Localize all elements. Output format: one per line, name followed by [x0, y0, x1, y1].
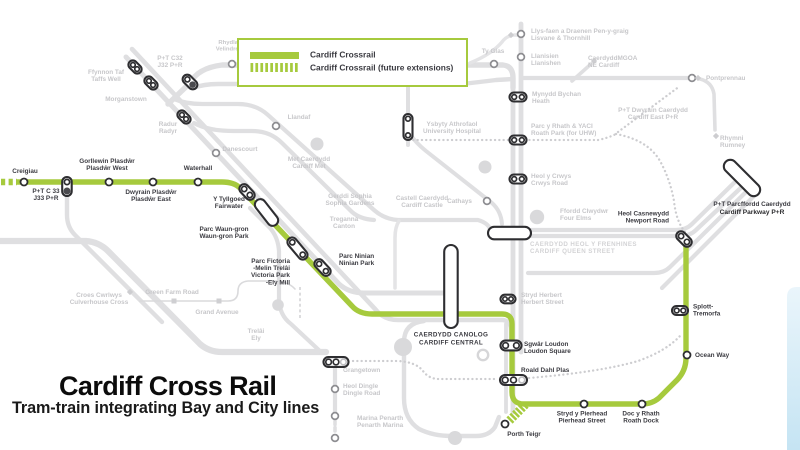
svg-text:Ocean Way: Ocean Way [695, 352, 730, 359]
svg-text:Ty Glas: Ty Glas [482, 48, 505, 55]
svg-text:Waterhall: Waterhall [184, 165, 213, 172]
svg-text:Green Farm Road: Green Farm Road [145, 289, 199, 296]
svg-text:Cathays: Cathays [447, 198, 472, 205]
svg-text:Morganstown: Morganstown [105, 96, 147, 103]
svg-text:Grand Avenue: Grand Avenue [195, 309, 239, 316]
svg-text:Danescourt: Danescourt [222, 146, 258, 153]
svg-text:Creigiau: Creigiau [12, 168, 38, 175]
svg-text:Llandaf: Llandaf [288, 114, 312, 121]
svg-text:Porth Teigr: Porth Teigr [507, 431, 541, 438]
svg-text:Cardiff Crossrail: Cardiff Crossrail [310, 49, 376, 59]
svg-text:Cardiff Crossrail (future exte: Cardiff Crossrail (future extensions) [310, 63, 454, 73]
svg-text:Grangetown: Grangetown [343, 367, 380, 374]
svg-text:P+T Parcffordd Caerdydd: P+T Parcffordd Caerdydd [713, 201, 790, 208]
svg-text:Splott-Tremorfa: Splott-Tremorfa [693, 304, 721, 318]
svg-text:Pontprennau: Pontprennau [706, 75, 746, 82]
svg-text:Roald Dahl Plas: Roald Dahl Plas [521, 367, 570, 374]
svg-text:Cardiff Parkway P+R: Cardiff Parkway P+R [720, 209, 785, 216]
